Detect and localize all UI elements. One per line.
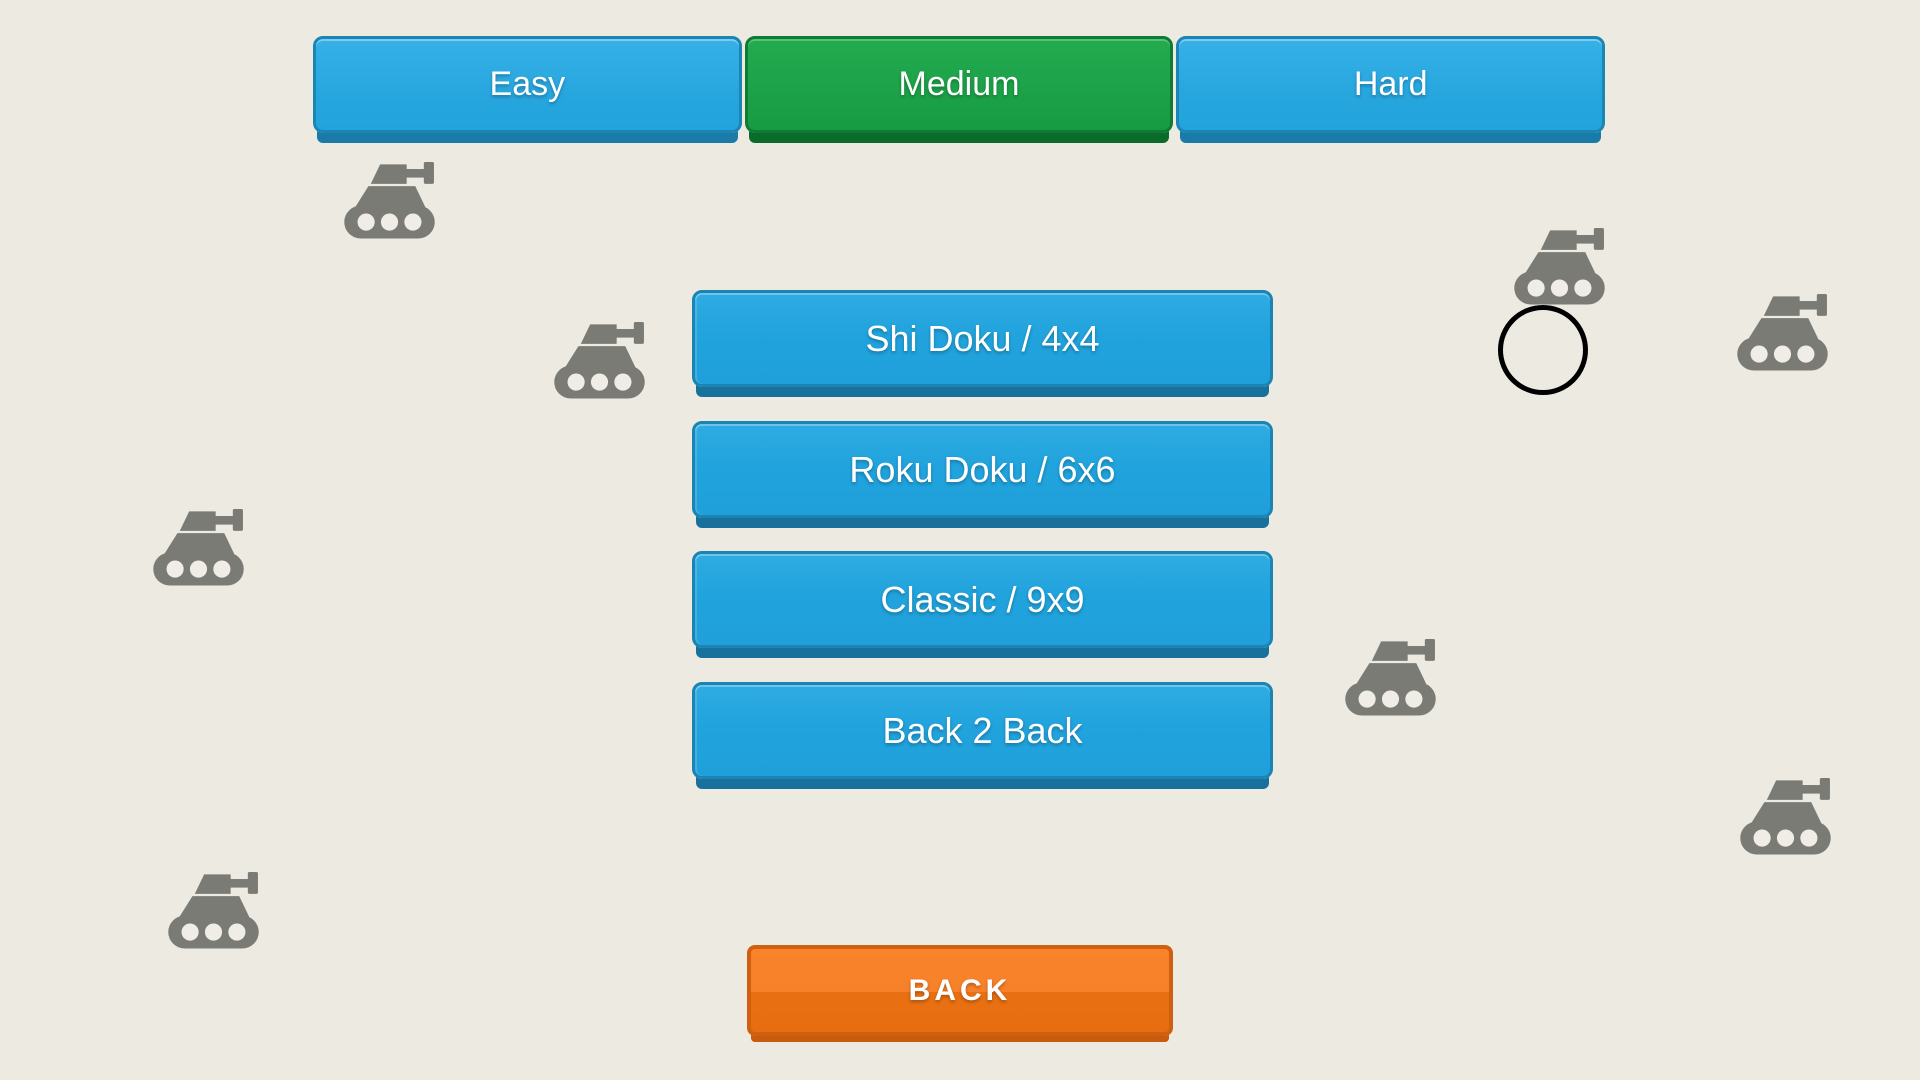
tank-icon — [1342, 639, 1439, 717]
mode-button-roku-doku-6x6[interactable]: Roku Doku / 6x6 — [692, 421, 1273, 518]
tab-medium[interactable]: Medium — [744, 36, 1174, 133]
mode-button-shi-doku-4x4[interactable]: Shi Doku / 4x4 — [692, 290, 1273, 387]
tab-hard[interactable]: Hard — [1176, 36, 1606, 133]
difficulty-tab-row: Easy Medium Hard — [313, 36, 1606, 133]
mode-button-classic-9x9[interactable]: Classic / 9x9 — [692, 551, 1273, 648]
tank-icon — [1734, 294, 1831, 372]
tank-icon — [1737, 778, 1834, 856]
tank-icon — [1511, 228, 1608, 306]
mode-button-back-2-back[interactable]: Back 2 Back — [692, 682, 1273, 779]
circle-marker — [1498, 305, 1588, 395]
back-button[interactable]: BACK — [747, 945, 1173, 1036]
tab-easy[interactable]: Easy — [313, 36, 742, 133]
tank-icon — [341, 162, 438, 240]
tank-icon — [150, 509, 247, 587]
tank-icon — [165, 872, 262, 950]
tank-icon — [551, 322, 648, 400]
